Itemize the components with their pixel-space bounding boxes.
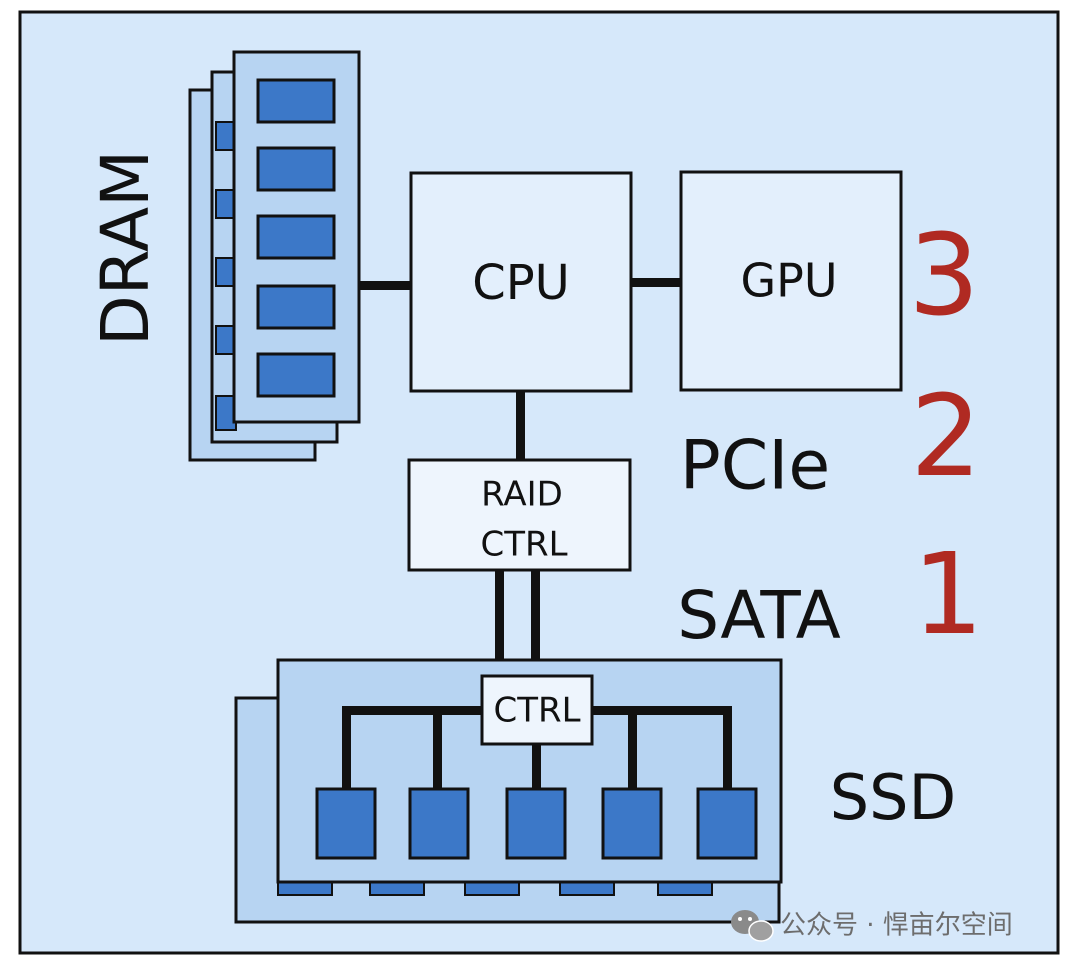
sata-label: SATA bbox=[677, 577, 841, 654]
ssd-flash-chip bbox=[505, 787, 567, 860]
ssd-flash-chips bbox=[315, 787, 758, 860]
watermark: 公众号 · 悍亩尔空间 bbox=[731, 910, 1013, 942]
sata-link-right bbox=[531, 570, 540, 688]
dram-cpu-bus bbox=[359, 281, 411, 290]
raid-ctrl-label-line2: CTRL bbox=[480, 525, 567, 565]
dram-chip bbox=[256, 214, 336, 260]
wechat-icon bbox=[731, 910, 774, 942]
ssd-flash-chip bbox=[696, 787, 758, 860]
ssd-ctrl-box bbox=[480, 674, 594, 746]
ssd-flash-chip bbox=[315, 787, 377, 860]
dram-chip bbox=[256, 284, 336, 330]
cpu-raid-link bbox=[516, 391, 525, 461]
dram-label: DRAM bbox=[87, 150, 164, 346]
raid-ctrl-box bbox=[407, 458, 632, 572]
raid-ctrl-label-line1: RAID bbox=[481, 475, 563, 515]
gpu-box bbox=[679, 170, 903, 392]
ssd-ctrl-label: CTRL bbox=[493, 691, 580, 731]
dram-chip bbox=[256, 146, 336, 192]
cpu-gpu-link bbox=[631, 278, 681, 287]
dram-chip bbox=[256, 352, 336, 398]
ssd-flash-chip bbox=[408, 787, 470, 860]
level-number-3: 3 bbox=[908, 211, 979, 341]
gpu-label: GPU bbox=[740, 254, 837, 308]
level-number-2: 2 bbox=[910, 372, 981, 502]
watermark-text: 公众号 · 悍亩尔空间 bbox=[780, 911, 1013, 941]
pcie-label: PCIe bbox=[680, 427, 830, 506]
level-number-1: 1 bbox=[912, 530, 983, 660]
sata-link-left bbox=[495, 570, 504, 688]
dram-chip bbox=[256, 78, 336, 124]
ssd-label: SSD bbox=[830, 761, 956, 834]
cpu-label: CPU bbox=[472, 255, 570, 311]
dram-modules bbox=[188, 50, 361, 462]
ssd-flash-chip bbox=[601, 787, 663, 860]
